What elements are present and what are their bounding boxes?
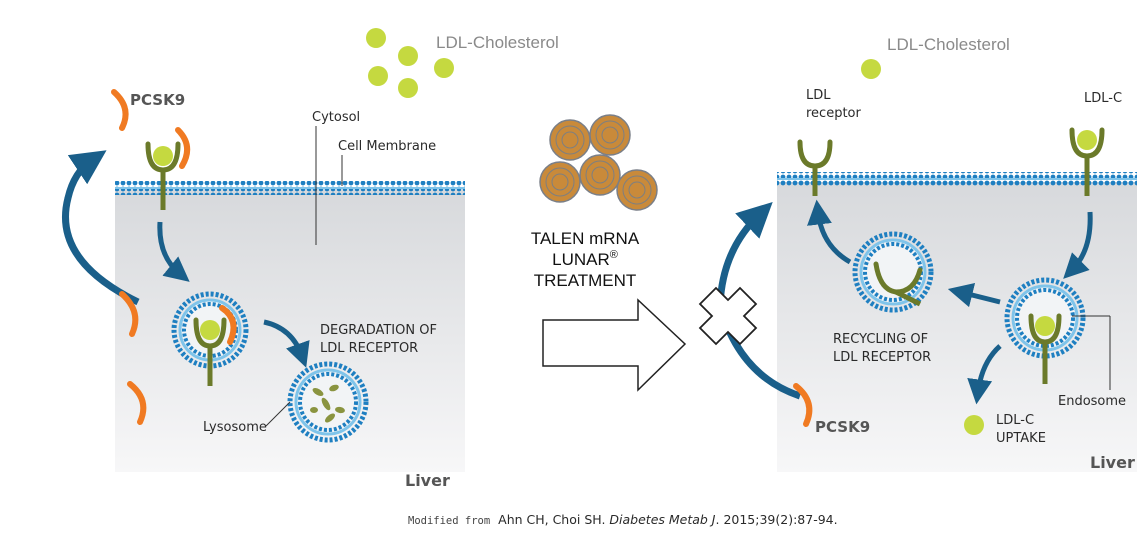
liver-label-left: Liver	[405, 471, 450, 490]
uptake-label-line2: UPTAKE	[996, 431, 1046, 446]
ldl-cholesterol-label: LDL-Cholesterol	[436, 33, 559, 52]
ldl-receptor-bound	[1069, 127, 1105, 196]
internalization-arrow	[1063, 211, 1093, 279]
recycle-to-membrane-arrow	[807, 199, 852, 265]
pcsk9-protein	[111, 89, 129, 131]
treatment-line2-text: LUNAR	[552, 250, 610, 269]
ldl-particle	[964, 415, 984, 435]
ldl-receptor	[797, 139, 833, 196]
internalization-arrow	[157, 221, 190, 282]
degradation-label-line1: DEGRADATION OF	[320, 323, 437, 338]
uptake-arrow	[967, 344, 1002, 405]
right-cell-membrane	[777, 172, 1137, 186]
lysosome	[287, 361, 369, 443]
pcsk9-protein	[127, 381, 147, 425]
endosome-label: Endosome	[1058, 394, 1126, 409]
pcsk9-protein	[119, 291, 139, 337]
ldl-particle	[398, 46, 418, 66]
ldl-cholesterol-label-right: LDL-Cholesterol	[887, 35, 1010, 54]
citation-authors: Ahn CH, Choi SH.	[498, 512, 606, 527]
left-cell-membrane	[115, 181, 465, 195]
recycling-label-line1: RECYCLING OF	[833, 332, 928, 347]
left-panel: LDL-Cholesterol PCSK9 Cytosol Cell Membr…	[61, 28, 559, 490]
ldl-receptor-bound	[145, 127, 191, 210]
recycle-pcsk9-arrow	[61, 150, 140, 306]
ldl-particle	[861, 59, 881, 79]
endosome-to-recycle-arrow	[947, 282, 1001, 308]
ldl-particle	[368, 66, 388, 86]
ldl-c-label: LDL-C	[1084, 91, 1122, 106]
recycling-label-line2: LDL RECEPTOR	[833, 350, 931, 365]
ldl-particle	[434, 58, 454, 78]
liver-label-right: Liver	[1090, 453, 1135, 472]
endosome	[1004, 277, 1086, 384]
cell-membrane-label: Cell Membrane	[338, 139, 436, 154]
treatment-line2: LUNAR®	[552, 249, 618, 269]
ldl-receptor-label-line2: receptor	[806, 106, 862, 121]
treatment-line3: TREATMENT	[534, 271, 637, 290]
citation: Modified from Ahn CH, Choi SH. Diabetes …	[408, 512, 838, 527]
lunar-nanoparticles	[539, 114, 658, 211]
degradation-label-line2: LDL RECEPTOR	[320, 341, 418, 356]
citation-prefix: Modified from	[408, 515, 491, 527]
lysosome-pointer	[265, 401, 291, 427]
endosome-with-pcsk9	[171, 291, 249, 386]
lysosome-label: Lysosome	[203, 420, 267, 435]
ldl-particle	[398, 78, 418, 98]
ldl-cholesterol-particles	[366, 28, 454, 98]
to-lysosome-arrow	[263, 319, 310, 368]
citation-journal: Diabetes Metab J	[609, 512, 716, 527]
uptake-label-line1: LDL-C	[996, 413, 1034, 428]
treatment-line1: TALEN mRNA	[531, 229, 640, 248]
treatment-arrow	[542, 298, 687, 392]
block-x-mark	[698, 286, 758, 346]
pcsk9-protein	[793, 383, 813, 427]
ldl-particle	[366, 28, 386, 48]
pcsk9-label-right: PCSK9	[815, 418, 870, 436]
cytosol-label: Cytosol	[312, 110, 360, 125]
recycling-vesicle	[852, 231, 934, 313]
ldl-receptor-label-line1: LDL	[806, 88, 831, 103]
pcsk9-label: PCSK9	[130, 91, 185, 109]
registered-mark: ®	[610, 249, 618, 261]
citation-rest: . 2015;39(2):87-94.	[715, 512, 838, 527]
right-panel: LDL-Cholesterol LDL receptor LDL-C PCSK9	[698, 35, 1137, 472]
